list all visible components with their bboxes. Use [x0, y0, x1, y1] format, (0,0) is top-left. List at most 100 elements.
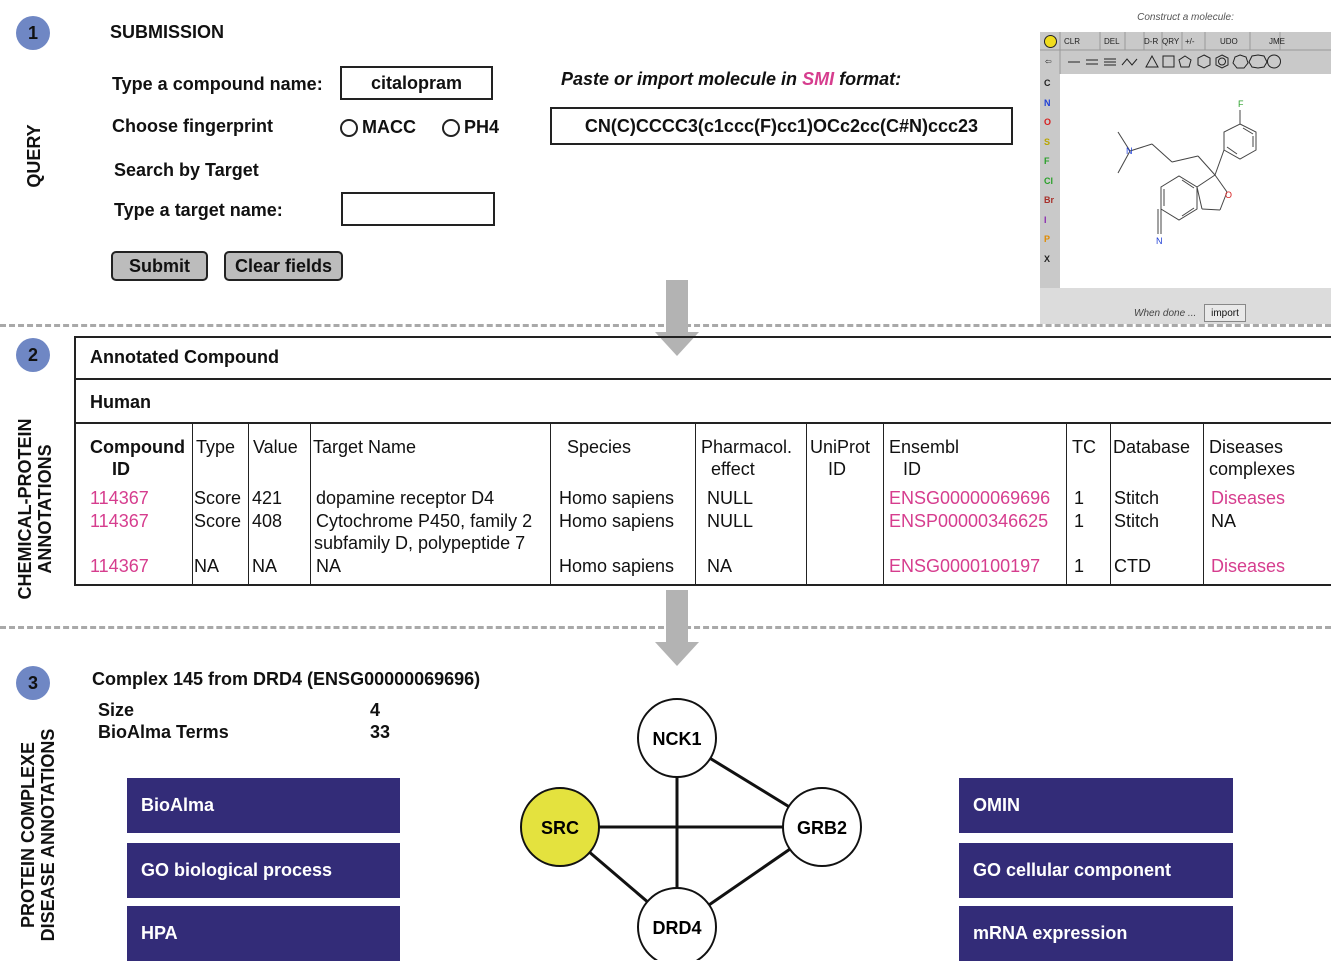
- column-header-line: Ensembl: [889, 437, 960, 457]
- column-header-line: Target Name: [313, 437, 417, 457]
- clear-fields-button[interactable]: Clear fields: [224, 251, 343, 281]
- element-i-button[interactable]: I: [1044, 214, 1047, 225]
- tool-jme[interactable]: JME: [1269, 37, 1285, 46]
- hpa-button[interactable]: HPA: [127, 906, 400, 961]
- citalopram-structure: F N O N: [1117, 99, 1257, 246]
- species-cell: Homo sapiens: [559, 556, 675, 576]
- tool-template-arrow[interactable]: ⇦: [1045, 57, 1052, 66]
- compound-id-link[interactable]: 114367: [90, 488, 149, 508]
- element-f-button[interactable]: F: [1044, 156, 1050, 166]
- column-divider: [248, 422, 249, 586]
- node-grb2[interactable]: [782, 787, 862, 867]
- node-src[interactable]: [520, 787, 600, 867]
- column-divider: [1066, 422, 1067, 586]
- ensembl-id-link[interactable]: ENSP00000346625: [889, 511, 1049, 531]
- column-header-line: ID: [828, 459, 846, 479]
- node-label-grb2: GRB2: [797, 818, 847, 838]
- compound-name-input[interactable]: citalopram: [340, 66, 493, 100]
- element-p-button[interactable]: P: [1044, 234, 1051, 244]
- tool-del[interactable]: DEL: [1104, 37, 1120, 46]
- tool-udo[interactable]: UDO: [1220, 37, 1238, 46]
- fingerprint-macc-option[interactable]: MACC: [340, 117, 416, 138]
- bioalma-terms-label: BioAlma Terms: [98, 722, 229, 742]
- complex-title: Complex 145 from DRD4 (ENSG00000069696): [92, 669, 481, 689]
- element-o-button[interactable]: O: [1044, 117, 1052, 127]
- type-cell: NA: [194, 556, 220, 576]
- element-c-button[interactable]: C: [1044, 78, 1051, 88]
- tool-clr[interactable]: CLR: [1064, 37, 1081, 46]
- ensembl-id-link[interactable]: ENSG00000069696: [889, 488, 1051, 508]
- element-n-button[interactable]: N: [1044, 97, 1051, 108]
- smiley-icon[interactable]: [1044, 35, 1057, 48]
- search-by-target-heading: Search by Target: [114, 160, 259, 180]
- atom-amine-nitrogen: N: [1126, 146, 1133, 156]
- step-1-badge: 1: [16, 16, 50, 50]
- value-cell: 421: [252, 488, 283, 508]
- node-label-nck1: NCK1: [652, 729, 701, 749]
- ensembl-id-link[interactable]: ENSG0000100197: [889, 556, 1041, 576]
- complex-size-value: 4: [370, 700, 381, 720]
- complex-size-label: Size: [98, 700, 135, 720]
- tool-charge[interactable]: +/-: [1185, 37, 1195, 46]
- column-header-line: complexes: [1209, 459, 1296, 479]
- molecule-canvas[interactable]: F N O N: [1060, 74, 1331, 288]
- column-divider: [1110, 422, 1111, 586]
- molecule-editor-title: Construct a molecule:: [1137, 12, 1234, 23]
- compound-id-link[interactable]: 114367: [90, 511, 149, 531]
- column-header: Pharmacol.effect: [701, 436, 792, 480]
- element-x-button[interactable]: X: [1044, 253, 1051, 264]
- bioalma-button[interactable]: BioAlma: [127, 778, 400, 833]
- species-cell: Homo sapiens: [559, 511, 675, 531]
- tc-cell: 1: [1074, 488, 1085, 508]
- go-biological-process-button[interactable]: GO biological process: [127, 843, 400, 898]
- node-nck1[interactable]: [637, 698, 717, 778]
- molecule-editor[interactable]: Construct a molecule:: [1040, 8, 1331, 324]
- node-label-drd4: DRD4: [652, 918, 701, 938]
- import-button[interactable]: import: [1204, 304, 1246, 322]
- column-header: Type: [196, 436, 235, 458]
- divider-2: [0, 626, 1331, 629]
- target-name-label: Type a target name:: [114, 200, 283, 220]
- node-drd4[interactable]: [637, 887, 717, 960]
- table-title: Annotated Compound: [90, 347, 279, 367]
- target-name-cell: NA: [316, 556, 342, 576]
- smiles-input[interactable]: CN(C)CCCC3(c1ccc(F)cc1)OCc2cc(C#N)ccc23: [550, 107, 1013, 145]
- smi-word: SMI: [802, 69, 835, 89]
- element-s-button[interactable]: S: [1044, 136, 1051, 147]
- diseases-link[interactable]: Diseases: [1211, 488, 1286, 508]
- atom-nitrile-nitrogen: N: [1156, 236, 1163, 246]
- omin-button[interactable]: OMIN: [959, 778, 1233, 833]
- element-br-button[interactable]: Br: [1044, 195, 1055, 205]
- tool-d-r[interactable]: D-R: [1144, 37, 1159, 46]
- table-divider-1: [76, 378, 1331, 380]
- macc-radio[interactable]: [340, 119, 358, 138]
- go-cellular-component-button[interactable]: GO cellular component: [959, 843, 1233, 898]
- column-header-line: ID: [112, 459, 130, 479]
- arrow-2-head: [655, 642, 699, 666]
- target-name-input[interactable]: [341, 192, 495, 226]
- element-cl-button[interactable]: Cl: [1044, 175, 1053, 186]
- ph4-radio[interactable]: [442, 119, 460, 138]
- when-done-text: When done ...: [1134, 308, 1197, 319]
- submit-button[interactable]: Submit: [111, 251, 208, 281]
- compound-name-label: Type a compound name:: [112, 74, 323, 94]
- node-label-src: SRC: [541, 818, 579, 838]
- mrna-expression-button[interactable]: mRNA expression: [959, 906, 1233, 961]
- step-3-badge: 3: [16, 666, 50, 700]
- diseases-link[interactable]: Diseases: [1211, 556, 1286, 576]
- organism-label: Human: [90, 392, 152, 412]
- tc-cell: 1: [1074, 511, 1085, 531]
- fingerprint-ph4-option[interactable]: PH4: [442, 117, 499, 138]
- target-name-cell: dopamine receptor D4: [316, 488, 495, 508]
- column-header-line: effect: [711, 459, 755, 479]
- target-name-cell: Cytochrome P450, family 2: [316, 511, 533, 531]
- bond-and-ring-tools[interactable]: [1068, 54, 1281, 69]
- tool-qry[interactable]: QRY: [1162, 37, 1180, 46]
- column-header: Database: [1113, 436, 1190, 458]
- compound-id-link[interactable]: 114367: [90, 556, 149, 576]
- species-cell: Homo sapiens: [559, 488, 675, 508]
- arrow-1-shaft: [666, 280, 688, 332]
- column-divider: [883, 422, 884, 586]
